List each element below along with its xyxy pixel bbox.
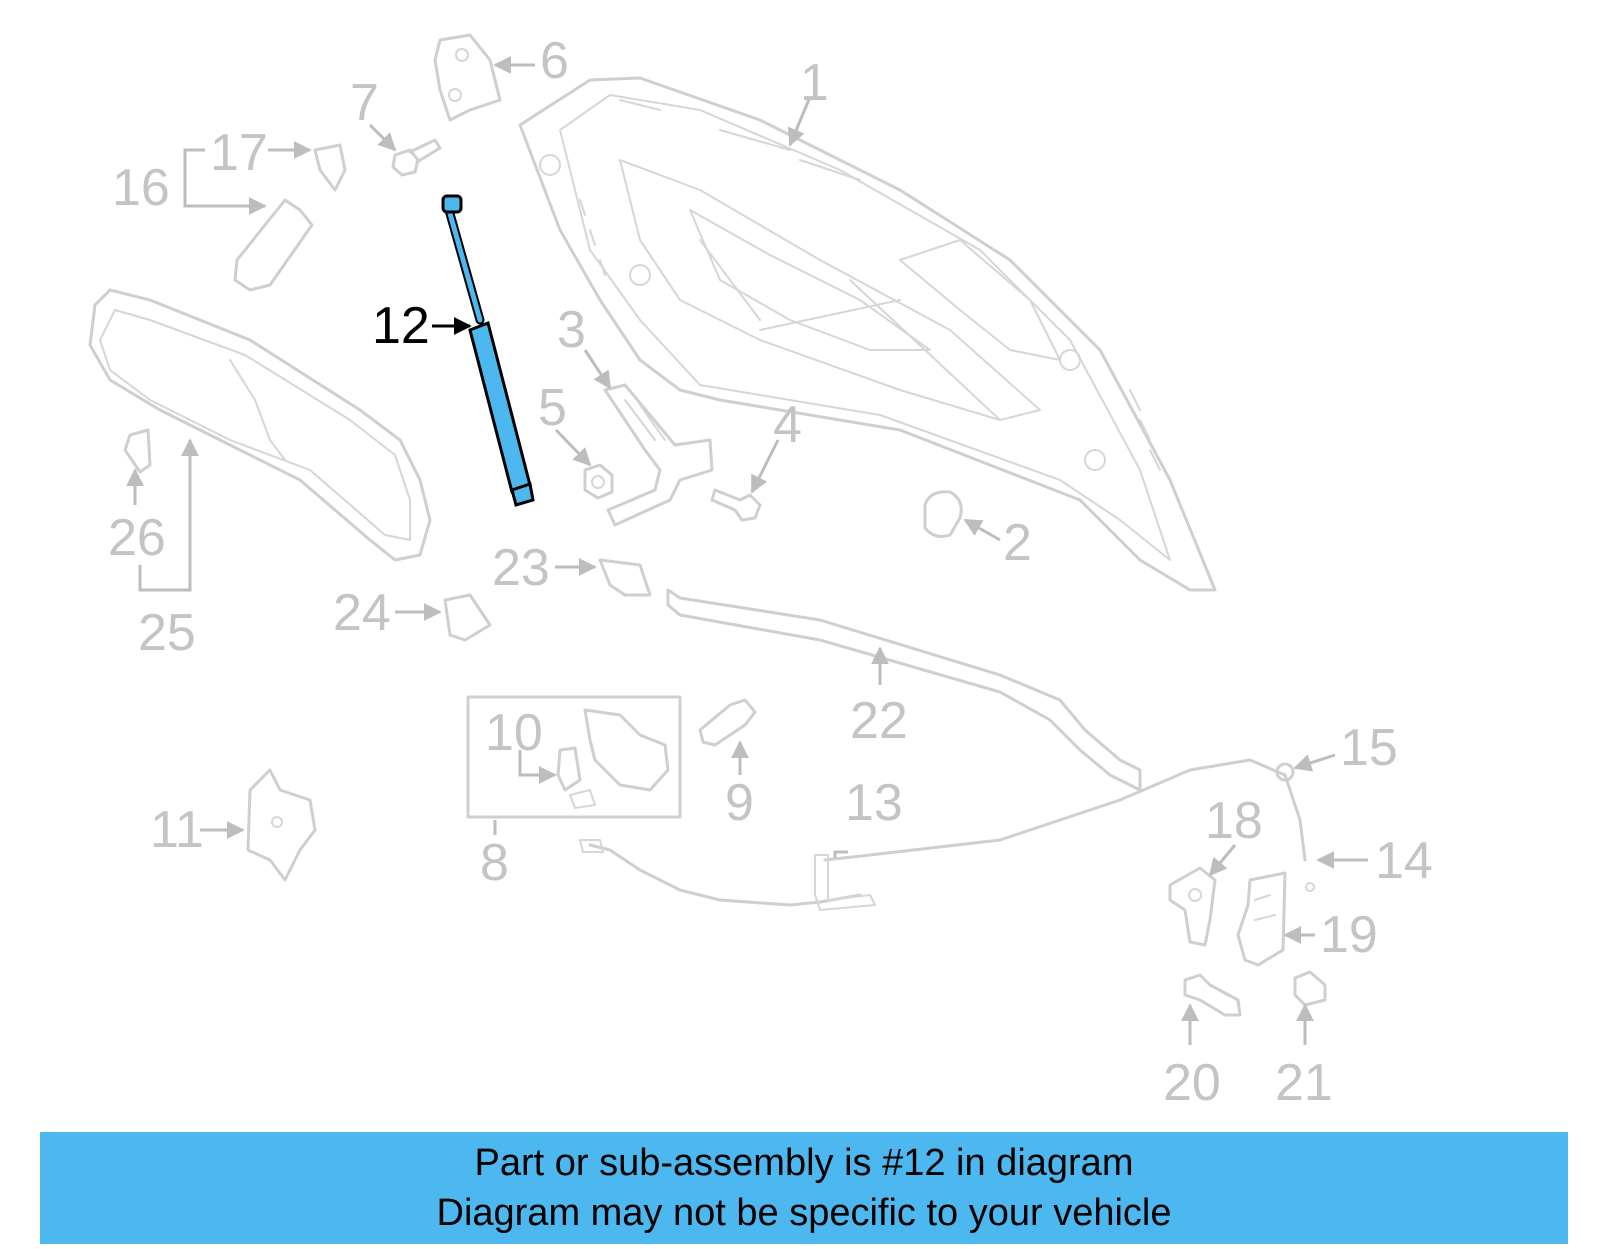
bracket-part-11 (246, 768, 317, 882)
callout-3: 3 (557, 301, 586, 359)
callout-14: 14 (1375, 832, 1433, 890)
callout-18: 18 (1205, 792, 1263, 850)
bolt-part-4 (710, 488, 762, 522)
leader-lines (126, 56, 1368, 1045)
bumper-part-2 (923, 490, 963, 538)
callout-16: 16 (112, 159, 170, 217)
callout-11: 11 (150, 801, 204, 859)
bracket-part-18 (1168, 866, 1217, 947)
seal-part-16 (233, 198, 314, 292)
callout-1: 1 (800, 54, 829, 112)
callout-23: 23 (492, 539, 550, 597)
banner-line-part-number: Part or sub-assembly is #12 in diagram (474, 1142, 1134, 1184)
nut-part-5 (583, 463, 614, 500)
insulator-part-25 (88, 288, 432, 562)
gas-strut-part-12 (441, 194, 535, 507)
clip-part-24 (443, 593, 492, 642)
info-banner: Part or sub-assembly is #12 in diagram D… (40, 1132, 1568, 1244)
latch-assembly-part-8 (466, 695, 682, 819)
bolt-part-9 (698, 698, 757, 747)
callout-15: 15 (1340, 719, 1398, 777)
latch-part-19 (1236, 871, 1287, 967)
push-pin-part-26 (123, 428, 152, 474)
callout-13: 13 (845, 774, 903, 832)
callout-26: 26 (108, 509, 166, 567)
seal-strip-part-22 (666, 588, 1142, 792)
callout-2: 2 (1003, 514, 1032, 572)
callout-25: 25 (138, 604, 196, 662)
clip-part-21 (1293, 970, 1327, 1007)
callout-19: 19 (1320, 906, 1378, 964)
hinge-part-3 (603, 383, 714, 527)
callout-24: 24 (333, 584, 391, 642)
bracket-part-6 (433, 33, 502, 122)
release-cable-part-13 (579, 758, 1315, 911)
callout-10: 10 (485, 704, 543, 762)
callout-labels: 1 2 3 4 5 6 7 8 9 10 11 12 13 14 15 16 1… (108, 32, 1433, 1112)
callout-22: 22 (850, 692, 908, 750)
callout-17: 17 (210, 124, 268, 182)
callout-12: 12 (372, 297, 430, 355)
callout-8: 8 (480, 834, 509, 892)
callout-7: 7 (350, 74, 379, 132)
banner-line-disclaimer: Diagram may not be specific to your vehi… (436, 1192, 1172, 1234)
callout-20: 20 (1163, 1054, 1221, 1112)
hood-part (518, 76, 1217, 592)
clip-part-23 (598, 558, 652, 597)
bolt-part-7 (391, 138, 442, 177)
callout-6: 6 (540, 32, 569, 90)
callout-5: 5 (538, 379, 567, 437)
callout-4: 4 (773, 396, 802, 454)
bolt-part-20 (1183, 973, 1242, 1017)
callout-9: 9 (725, 774, 754, 832)
callout-21: 21 (1275, 1054, 1333, 1112)
clip-part-17 (313, 143, 347, 192)
